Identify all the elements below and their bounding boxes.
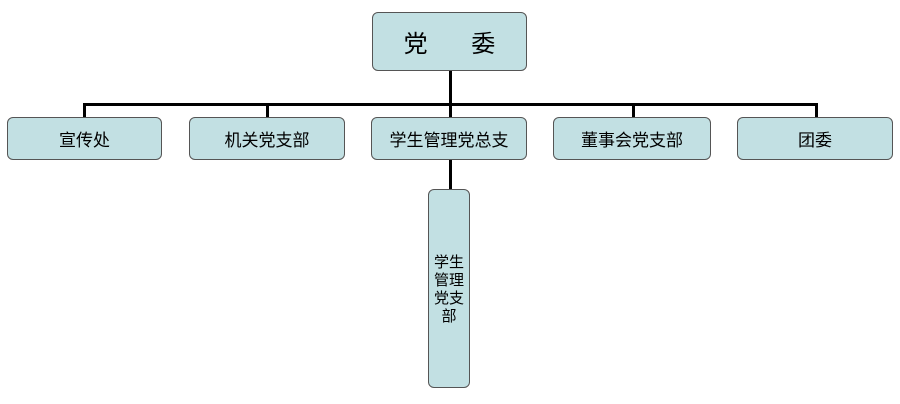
connector-drop-tuanwei [815, 103, 818, 117]
connector-drop-dongshi [632, 103, 635, 117]
node-label: 董事会党支部 [581, 131, 683, 151]
node-label: 团委 [798, 131, 832, 151]
connector-drop-xuesheng [449, 103, 452, 117]
connector-drop-jiguan [266, 103, 269, 117]
connector-sub-child [449, 160, 452, 189]
node-label: 机关党支部 [224, 131, 310, 151]
connector-drop-xuanchuan [83, 103, 86, 117]
node-label: 学生管理党总支 [389, 131, 509, 151]
node-student-management-general-branch: 学生管理党总支 [371, 117, 527, 160]
connector-root-down [449, 71, 452, 105]
node-root-label: 党 委 [403, 30, 514, 58]
node-student-management-party-branch: 学生管理党支部 [428, 189, 470, 388]
node-label: 宣传处 [59, 131, 110, 151]
node-board-party-branch: 董事会党支部 [553, 117, 711, 160]
node-label: 学生管理党支部 [433, 252, 464, 325]
node-publicity-office: 宣传处 [7, 117, 162, 160]
node-organ-party-branch: 机关党支部 [189, 117, 345, 160]
node-root-party-committee: 党 委 [372, 12, 527, 71]
node-youth-league-committee: 团委 [737, 117, 893, 160]
